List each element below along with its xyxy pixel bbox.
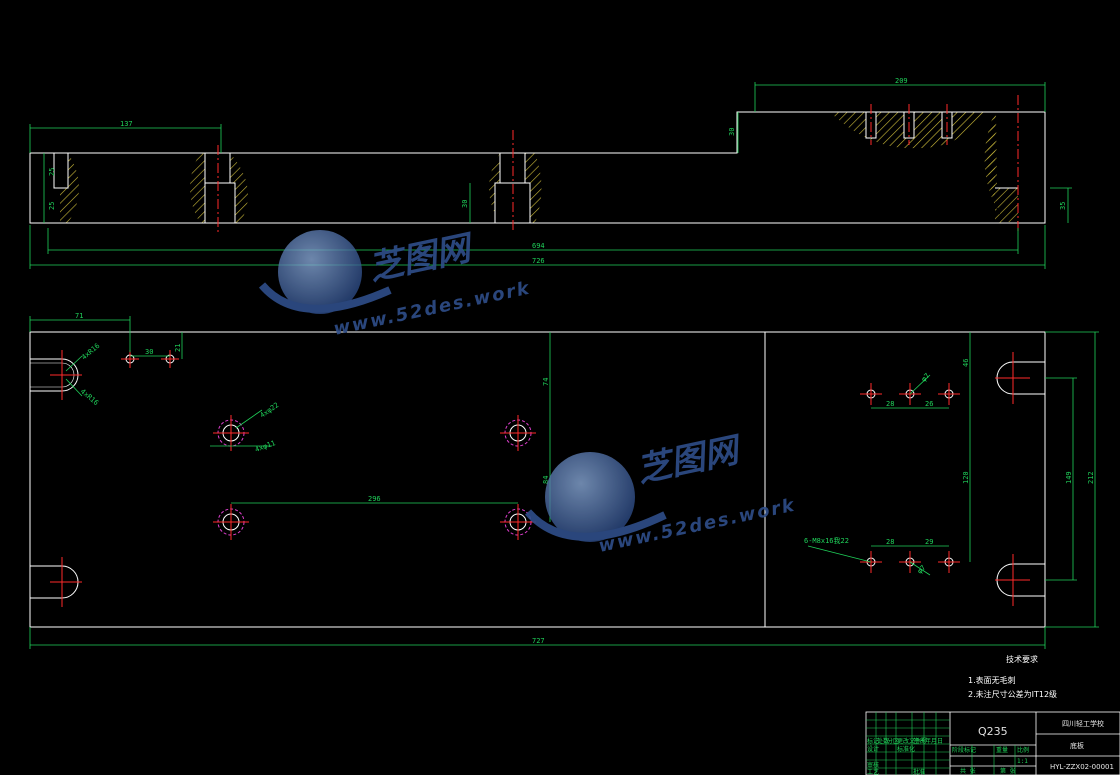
dim-29-b: 29 (925, 538, 933, 546)
cell-sheet-no: 第 张 (1000, 767, 1016, 775)
cell-date: 年月日 (925, 737, 943, 745)
dim-120: 120 (962, 471, 970, 484)
dim-46: 46 (962, 359, 970, 367)
school-name: 四川轻工学校 (1062, 719, 1104, 728)
cell-total-sheets: 共 张 (960, 767, 976, 775)
watermark-2: 芝图网 www.52des.work (524, 429, 798, 557)
dim-30: 30 (145, 348, 153, 356)
dim-30-mid: 30 (461, 200, 469, 208)
dim-726: 726 (532, 257, 545, 265)
dim-727: 727 (532, 637, 545, 645)
material: Q235 (978, 725, 1008, 738)
dim-137: 137 (120, 120, 133, 128)
cell-stage: 阶段标记 (952, 746, 976, 754)
dim-28-a: 28 (886, 400, 894, 408)
part-name: 底板 (1070, 741, 1084, 750)
cell-design: 设计 (867, 745, 879, 753)
dim-28-b: 28 (886, 538, 894, 546)
cell-count: 处数 (877, 737, 889, 745)
dim-74: 74 (542, 378, 550, 386)
svg-text:芝图网: 芝图网 (634, 429, 747, 490)
dim-71: 71 (75, 312, 83, 320)
front-dimensions (29, 82, 1072, 269)
label-r16-b: 4xR16 (79, 387, 100, 407)
dim-26-a: 26 (925, 400, 933, 408)
dim-212: 212 (1087, 471, 1095, 484)
cell-scale: 比例 (1017, 746, 1029, 754)
dim-694: 694 (532, 242, 545, 250)
technical-requirements: 技术要求 1.表面无毛刺 2.未注尺寸公差为IT12级 (968, 654, 1057, 699)
label-phi7-a: φ7 (920, 372, 932, 384)
svg-text:芝图网: 芝图网 (366, 227, 479, 288)
title-block: Q235 四川轻工学校 底板 HYL-ZZX02-00001 标记 处数 分区 … (865, 711, 1120, 775)
cell-approve: 批准 (913, 768, 925, 775)
dim-25-b: 25 (48, 202, 56, 210)
front-view: 137 209 30 25 25 30 35 694 726 (29, 77, 1072, 269)
dim-296: 296 (368, 495, 381, 503)
dim-30-top: 30 (728, 128, 736, 136)
label-thread: 6-M8x16我22 (804, 536, 849, 545)
dim-84: 84 (542, 476, 550, 484)
cell-review: 审核 (867, 761, 879, 769)
holes (125, 354, 954, 567)
tech-req-title: 技术要求 (1006, 654, 1038, 664)
cell-mark: 标记 (867, 737, 879, 745)
dim-21: 21 (174, 344, 182, 352)
drawing-number: HYL-ZZX02-00001 (1050, 763, 1114, 771)
counterbores (217, 419, 532, 536)
tech-req-item-2: 2.未注尺寸公差为IT12级 (968, 689, 1057, 699)
front-centerlines (217, 95, 1019, 232)
label-phi22: 4xφ22 (259, 401, 281, 420)
svg-text:www.52des.work: www.52des.work (332, 278, 533, 340)
cell-weight: 重量 (996, 746, 1008, 754)
cell-standard: 标准化 (897, 745, 915, 753)
plan-centerlines (50, 350, 1030, 607)
dim-209: 209 (895, 77, 908, 85)
section-bores (53, 111, 953, 224)
dim-25-a: 25 (48, 168, 56, 176)
tech-req-item-1: 1.表面无毛刺 (968, 675, 1016, 685)
cell-scale-value: 1:1 (1017, 758, 1028, 765)
label-phi11: 4xφ11 (254, 439, 277, 454)
label-r16-a: 4xR16 (80, 342, 101, 362)
dim-149: 149 (1065, 471, 1073, 484)
cell-change-doc: 更改文件号 (897, 737, 927, 745)
label-phi7-b: φ7 (916, 564, 928, 576)
cell-zone: 分区 (887, 737, 899, 745)
plan-outline (29, 331, 1046, 628)
cell-sign: 签名 (913, 737, 925, 745)
watermark-1: 芝图网 www.52des.work (258, 227, 533, 340)
cell-process: 工艺 (867, 768, 879, 775)
dim-35: 35 (1059, 202, 1067, 210)
